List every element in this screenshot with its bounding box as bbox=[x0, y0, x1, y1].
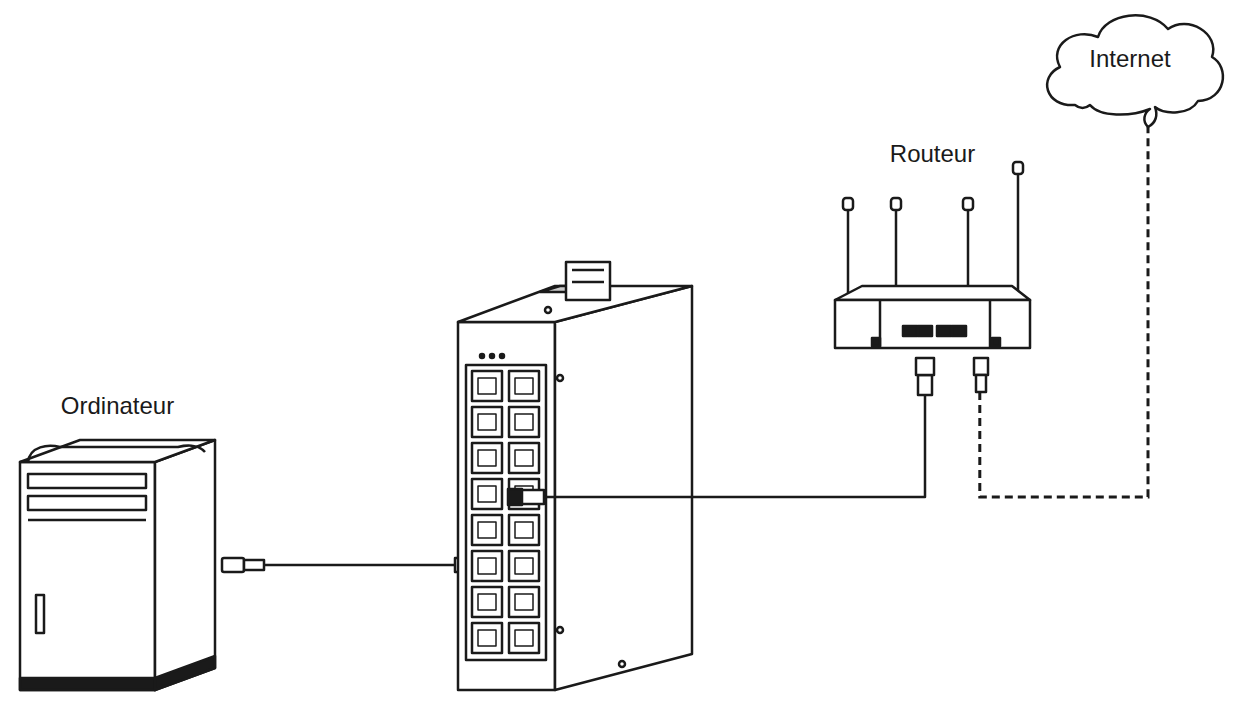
switch-port bbox=[509, 515, 539, 545]
switch-port bbox=[509, 371, 539, 401]
switch-port bbox=[472, 587, 502, 617]
switch-port bbox=[472, 479, 502, 509]
port-socket bbox=[515, 594, 533, 610]
switch-port bbox=[509, 623, 539, 653]
port-socket bbox=[515, 378, 533, 394]
port-socket bbox=[478, 522, 496, 538]
router bbox=[835, 162, 1030, 392]
ethernet-cable bbox=[222, 556, 491, 574]
switch-port bbox=[509, 587, 539, 617]
switch-port bbox=[472, 515, 502, 545]
port-socket bbox=[515, 558, 533, 574]
port-socket bbox=[478, 630, 496, 646]
cloud-shape: Internet bbox=[1030, 5, 1230, 130]
switch-port bbox=[472, 407, 502, 437]
port-socket bbox=[478, 378, 496, 394]
switch-port bbox=[472, 371, 502, 401]
switch-port bbox=[509, 443, 539, 473]
port-socket bbox=[515, 414, 533, 430]
switch-port bbox=[472, 623, 502, 653]
device-label: Ordinateur bbox=[61, 392, 174, 420]
switch-port bbox=[509, 551, 539, 581]
port-socket bbox=[478, 594, 496, 610]
ethernet-cable bbox=[508, 358, 934, 505]
port-socket bbox=[515, 630, 533, 646]
switch-port bbox=[509, 407, 539, 437]
port-socket bbox=[515, 450, 533, 466]
switch-port bbox=[472, 551, 502, 581]
device-label: Routeur bbox=[890, 140, 975, 168]
port-socket bbox=[478, 450, 496, 466]
network-switch bbox=[458, 262, 692, 690]
switch-port bbox=[472, 443, 502, 473]
port-socket bbox=[478, 486, 496, 502]
router-label-box: Routeur bbox=[825, 140, 1040, 392]
port-socket bbox=[478, 558, 496, 574]
port-socket bbox=[515, 522, 533, 538]
computer-label-box: Ordinateur bbox=[10, 392, 225, 692]
internet-link bbox=[980, 127, 1148, 497]
computer-tower bbox=[20, 440, 215, 690]
device-label: Internet bbox=[1089, 45, 1170, 73]
port-socket bbox=[478, 414, 496, 430]
